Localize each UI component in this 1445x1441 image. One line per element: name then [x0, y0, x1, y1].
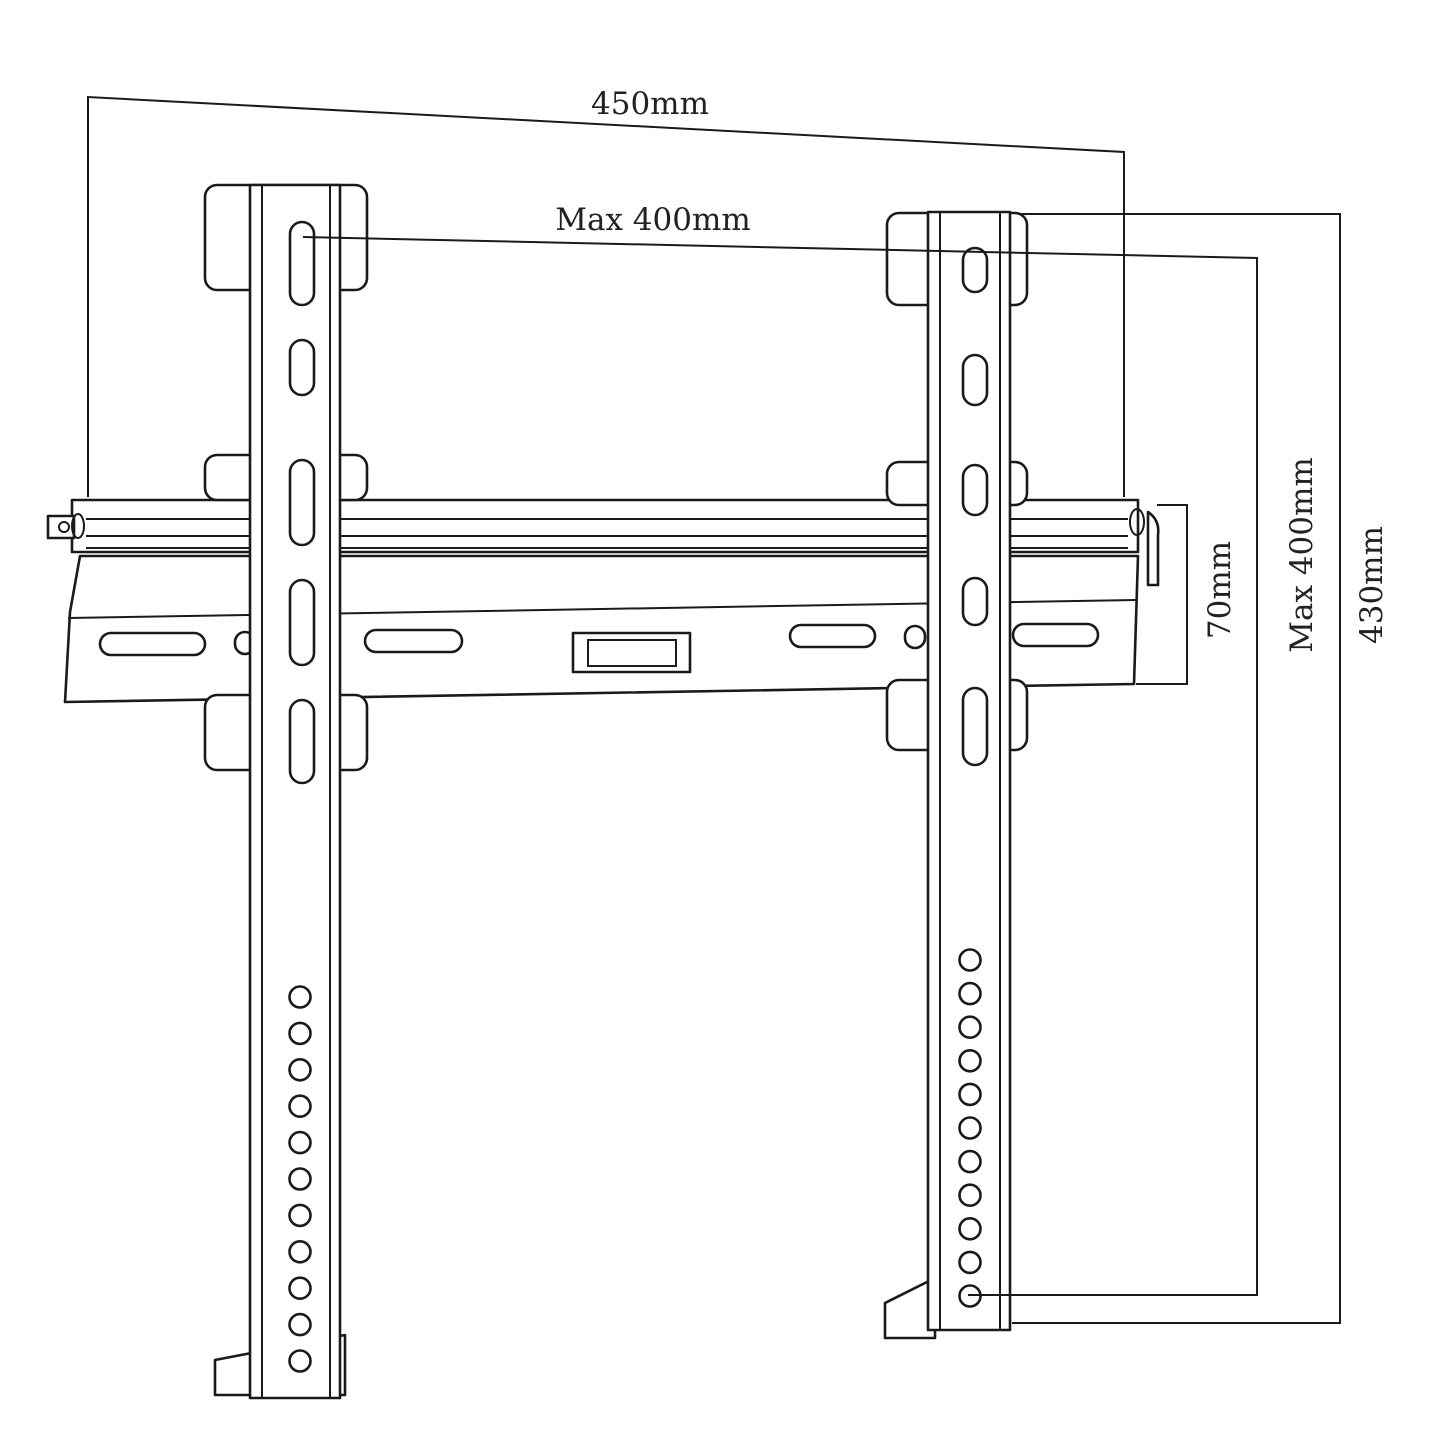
left-end-bolt	[46, 514, 76, 540]
safety-lock-bracket	[571, 631, 692, 674]
mounting-hole	[958, 981, 982, 1006]
mounting-slot	[288, 458, 316, 547]
mounting-hole	[288, 1130, 312, 1155]
mounting-slot	[961, 686, 989, 767]
left-arm	[203, 183, 369, 1400]
mounting-hole	[288, 1021, 312, 1046]
depth-label: 70mm	[1202, 541, 1238, 639]
mounting-hole	[288, 1203, 312, 1228]
mounting-hole	[288, 1276, 312, 1300]
right-arm	[883, 210, 1029, 1340]
mounting-slot	[961, 463, 989, 517]
mounting-hole	[958, 1183, 982, 1207]
mounting-hole	[958, 1015, 982, 1039]
mounting-hole	[288, 1167, 312, 1191]
mounting-hole	[958, 948, 982, 972]
foot-hook	[883, 1276, 937, 1340]
mounting-hole	[288, 1240, 312, 1264]
dim-line-max-vesa	[302, 236, 1258, 1296]
mounting-hole	[958, 1217, 982, 1241]
mounting-hole	[288, 1349, 312, 1373]
mounting-slot	[961, 246, 989, 294]
max-vesa-horizontal-label: Max 400mm	[555, 202, 751, 238]
mounting-hole	[288, 1058, 312, 1082]
mounting-slot	[288, 220, 316, 307]
max-vesa-vertical-label: Max 400mm	[1284, 457, 1320, 653]
mounting-slot	[288, 578, 316, 667]
mounting-slot	[288, 338, 316, 397]
mounting-hole	[958, 1082, 982, 1107]
mounting-hole	[288, 985, 312, 1009]
dim-line-overall-height	[1012, 213, 1341, 1324]
right-end-bolt	[1129, 508, 1145, 536]
overall-width-label: 450mm	[591, 86, 709, 122]
overall-height-label: 430mm	[1354, 526, 1390, 644]
mounting-hole	[958, 1116, 982, 1140]
mounting-hole	[958, 1250, 982, 1275]
mounting-slot	[961, 576, 989, 627]
arm-body	[926, 210, 1012, 1332]
mounting-hole	[288, 1312, 312, 1337]
mounting-hole	[958, 1149, 982, 1174]
mounting-hole	[958, 1049, 982, 1073]
mounting-hole	[288, 1094, 312, 1118]
arm-body	[248, 183, 342, 1400]
mounting-slot	[288, 698, 316, 785]
mounting-slot	[961, 353, 989, 407]
dim-line-depth	[1136, 504, 1188, 685]
dim-line-overall-width	[87, 95, 1125, 497]
